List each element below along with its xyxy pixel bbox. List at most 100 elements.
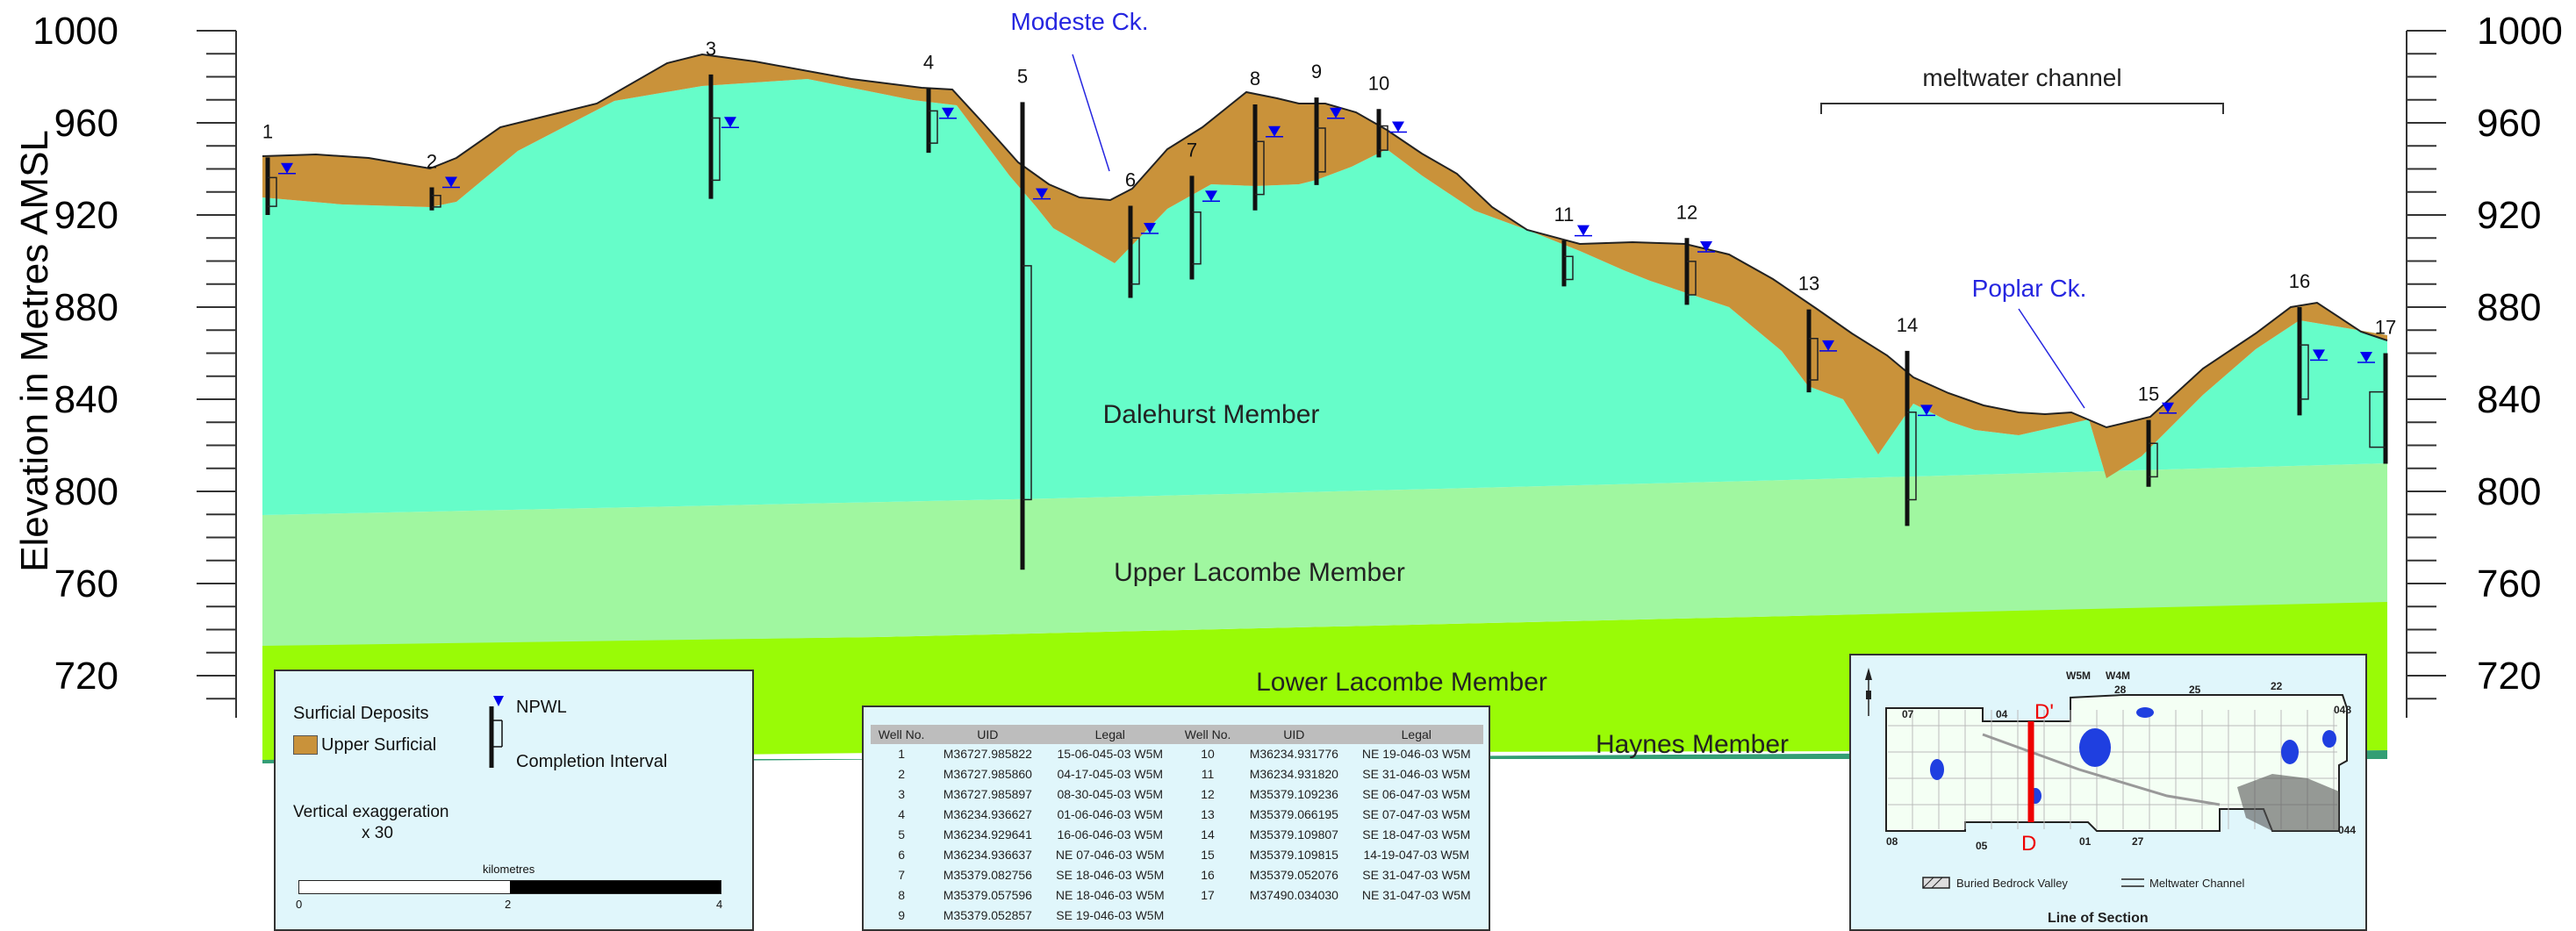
township-label: 048 <box>2334 704 2352 716</box>
dalehurst-member-layer <box>262 79 2387 515</box>
lake <box>2136 707 2154 718</box>
modeste-creek-label: Modeste Ck. <box>1010 8 1148 35</box>
well-3: 3 <box>706 38 739 199</box>
poplar-creek-label: Poplar Ck. <box>1972 275 2087 302</box>
range-label: 25 <box>2189 684 2201 696</box>
lake <box>2322 730 2336 748</box>
npwl-legend-symbol <box>489 696 504 768</box>
well-12: 12 <box>1676 201 1715 305</box>
well-17: 17 <box>2357 317 2396 464</box>
range-label: 22 <box>2271 680 2283 692</box>
table-cell: NE 31-047-03 W5M <box>1361 888 1471 902</box>
table-cell: SE 18-046-03 W5M <box>1056 868 1165 882</box>
well-number-label: 4 <box>923 52 934 74</box>
table-cell: M36234.931820 <box>1249 767 1338 781</box>
range-label: 04 <box>1996 708 2008 720</box>
table-cell: M35379.109815 <box>1249 848 1338 862</box>
table-header: Well No. <box>871 725 933 744</box>
table-cell: 4 <box>898 807 905 821</box>
completion-interval-bracket <box>432 194 441 208</box>
scale-tick-label: 4 <box>716 898 723 911</box>
legend-panel: Surficial Deposits Upper Surficial NPWL … <box>274 670 754 931</box>
table-cell: M35379.082756 <box>943 868 1032 882</box>
table-header: UID <box>1238 725 1350 744</box>
meltwater-channel-bracket <box>1820 103 2224 114</box>
table-cell: 10 <box>1201 747 1215 761</box>
table-cell: SE 31-046-03 W5M <box>1362 767 1471 781</box>
well-8: 8 <box>1250 68 1283 211</box>
y-tick-label: 760 <box>2477 562 2541 605</box>
well-number-label: 6 <box>1125 169 1136 191</box>
table-cell: 8 <box>898 888 905 902</box>
well-9: 9 <box>1311 61 1345 185</box>
lower-lacombe-member-label: Lower Lacombe Member <box>1256 668 1547 697</box>
poplar-creek-leader <box>2018 308 2085 409</box>
meridian-label: W4M <box>2106 670 2130 682</box>
y-tick-label: 1000 <box>2477 10 2563 53</box>
table-cell: NE 18-046-03 W5M <box>1055 888 1165 902</box>
range-label: 28 <box>2114 684 2127 696</box>
well-15: 15 <box>2138 383 2177 487</box>
npwl-marker <box>1205 190 1217 202</box>
completion-interval-bracket <box>1130 237 1140 285</box>
npwl-marker <box>724 117 736 128</box>
table-cell: 14 <box>1201 827 1215 841</box>
table-cell: 14-19-047-03 W5M <box>1363 848 1470 862</box>
well-6: 6 <box>1125 169 1159 298</box>
y-tick-label: 880 <box>54 286 118 329</box>
table-cell: M37490.034030 <box>1249 888 1338 902</box>
table-cell: SE 19-046-03 W5M <box>1056 908 1165 922</box>
upper-surficial-layer <box>262 54 2387 478</box>
y-tick-label: 1000 <box>32 10 118 53</box>
table-cell: 5 <box>898 827 905 841</box>
well-number-label: 2 <box>427 151 437 173</box>
range-label: 07 <box>1902 708 1914 720</box>
completion-interval-bracket <box>2149 442 2158 478</box>
table-header: Legal <box>1349 725 1483 744</box>
table-cell: 16-06-046-03 W5M <box>1057 827 1164 841</box>
map-grid <box>1888 710 2337 829</box>
completion-interval-bracket <box>929 110 938 144</box>
completion-interval-bracket <box>1687 261 1697 296</box>
well-number-label: 10 <box>1368 72 1389 94</box>
table-cell: M35379.052076 <box>1249 868 1338 882</box>
well-13: 13 <box>1798 273 1837 393</box>
table-cell: 17 <box>1201 888 1215 902</box>
table-cell: M36234.929641 <box>943 827 1032 841</box>
section-top-label: D' <box>2034 700 2054 724</box>
buried-bedrock-valley-legend: Buried Bedrock Valley <box>1956 877 2068 890</box>
table-header: Well No. <box>1176 725 1239 744</box>
table-cell: 3 <box>898 787 905 801</box>
well-1: 1 <box>262 120 296 215</box>
well-5: 5 <box>1017 65 1051 570</box>
table-cell: M36234.936627 <box>943 807 1032 821</box>
table-cell: 04-17-045-03 W5M <box>1057 767 1164 781</box>
meltwater-channel-legend: Meltwater Channel <box>2149 877 2245 890</box>
table-cell <box>1177 906 1238 926</box>
completion-interval-bracket <box>1317 127 1326 173</box>
upper-lacombe-layer <box>262 463 2387 646</box>
well-number-label: 1 <box>262 120 273 142</box>
y-axis-title: Elevation in Metres AMSL <box>13 130 56 572</box>
lake <box>2079 728 2111 767</box>
upper-lacombe-member-label: Upper Lacombe Member <box>1114 558 1405 587</box>
table-header-row: Well No. UID Legal Well No. UID Legal <box>871 725 1483 744</box>
scale-tick-label: 2 <box>505 898 512 911</box>
range-label: 08 <box>1886 835 1898 848</box>
y-tick-label: 800 <box>54 470 118 513</box>
lake <box>2281 740 2299 764</box>
npwl-marker <box>1822 340 1834 351</box>
npwl-marker <box>1330 107 1342 118</box>
table-cell: 15-06-045-03 W5M <box>1057 747 1164 761</box>
completion-interval-bracket <box>2369 390 2386 448</box>
npwl-marker <box>2360 352 2372 362</box>
table-header: Legal <box>1043 725 1177 744</box>
npwl-marker <box>445 176 457 188</box>
